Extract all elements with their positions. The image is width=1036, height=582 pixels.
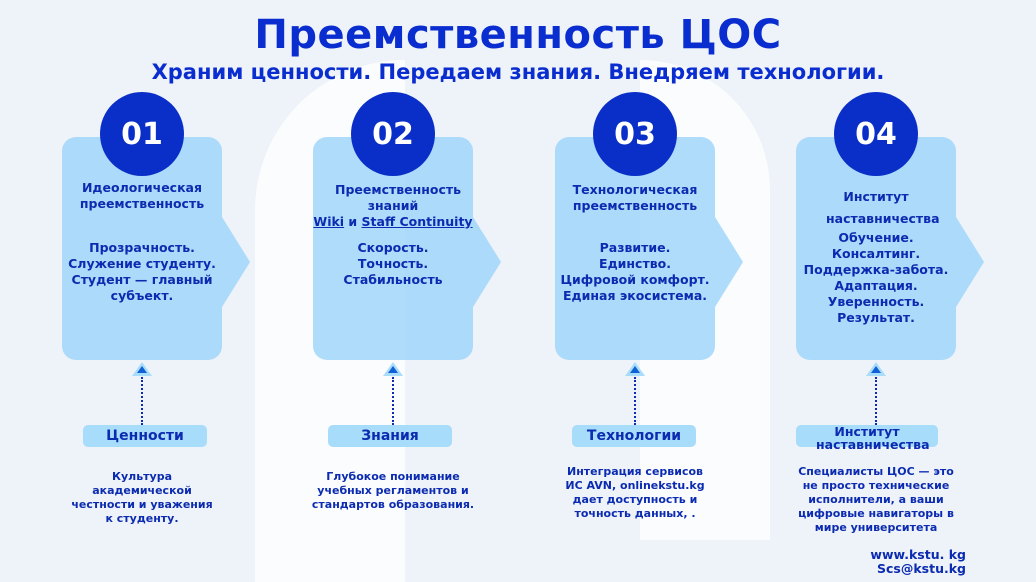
card-item: Консалтинг. (831, 246, 921, 261)
card-item: Уверенность. (827, 294, 925, 309)
card-item: Единая экосистема. (562, 288, 708, 303)
category-label: Технологии (572, 425, 696, 447)
arrow-right-icon (715, 217, 743, 307)
card-item: Цифровой комфорт. (560, 272, 710, 287)
step-number: 01 (100, 92, 184, 176)
wiki-link[interactable]: Wiki (313, 214, 345, 229)
card-item: Скорость. (357, 240, 429, 255)
category-label: Ценности (83, 425, 207, 447)
card-item: Служение студенту. (68, 256, 216, 271)
column-2: 02 Преемственность знаний Wiki и Staff C… (312, 92, 503, 582)
card-heading: Технологическая преемственность (572, 182, 698, 213)
dotted-connector (141, 377, 143, 425)
card-heading-text: Преемственность знаний (335, 182, 462, 213)
arrow-up-icon (132, 362, 152, 376)
card-item: Студент — главный субъект. (71, 272, 213, 303)
staff-continuity-link[interactable]: Staff Continuity (361, 214, 473, 229)
card-items: Скорость. Точность. Стабильность (313, 240, 473, 288)
arrow-right-icon (956, 217, 984, 307)
arrow-up-icon (383, 362, 403, 376)
page-subtitle: Храним ценности. Передаем знания. Внедря… (151, 60, 885, 84)
arrow-right-icon (473, 217, 501, 307)
card-item: Обучение. (838, 230, 914, 245)
column-1: 01 Идеологическая преемственность Прозра… (62, 92, 252, 582)
step-number: 03 (593, 92, 677, 176)
website-link[interactable]: www.kstu. kg (870, 547, 966, 562)
page-title: Преемственность ЦОС (254, 12, 782, 58)
card-items: Развитие. Единство. Цифровой комфорт. Ед… (555, 240, 715, 304)
dotted-connector (634, 377, 636, 425)
category-label: Знания (328, 425, 452, 447)
card-item: Единство. (599, 256, 671, 271)
card-item: Адаптация. (834, 278, 918, 293)
category-description: Интеграция сервисов ИС AVN, onlinekstu.k… (565, 465, 705, 520)
footer-contacts: www.kstu. kg Scs@kstu.kg (870, 548, 966, 576)
column-4: 04 Институт наставничества Обучение. Кон… (796, 92, 986, 582)
arrow-up-icon (625, 362, 645, 376)
card-heading: Идеологическая преемственность (79, 180, 205, 211)
email-link[interactable]: Scs@kstu.kg (877, 561, 966, 576)
dotted-connector (875, 377, 877, 425)
arrow-right-icon (222, 217, 250, 307)
card-items: Прозрачность. Служение студенту. Студент… (62, 240, 222, 304)
step-number: 02 (351, 92, 435, 176)
category-label: Институт наставничества (796, 425, 938, 451)
category-description: Культура академической честности и уваже… (71, 470, 213, 525)
category-description: Специалисты ЦОС — это не просто техничес… (798, 465, 954, 534)
link-separator: и (344, 214, 362, 229)
dotted-connector (392, 377, 394, 425)
card-item: Развитие. (599, 240, 671, 255)
card-heading: Преемственность знаний Wiki и Staff Cont… (313, 182, 473, 230)
step-number: 04 (834, 92, 918, 176)
card-item: Поддержка-забота. (803, 262, 949, 277)
card-heading: Институт наставничества (826, 189, 940, 226)
category-description: Глубокое понимание учебных регламентов и… (311, 470, 475, 511)
card-item: Результат. (837, 310, 915, 325)
card-item: Прозрачность. (89, 240, 195, 255)
card-item: Точность. (357, 256, 429, 271)
card-items: Обучение. Консалтинг. Поддержка-забота. … (796, 230, 956, 326)
arrow-up-icon (866, 362, 886, 376)
card-item: Стабильность (343, 272, 443, 287)
column-3: 03 Технологическая преемственность Разви… (555, 92, 745, 582)
